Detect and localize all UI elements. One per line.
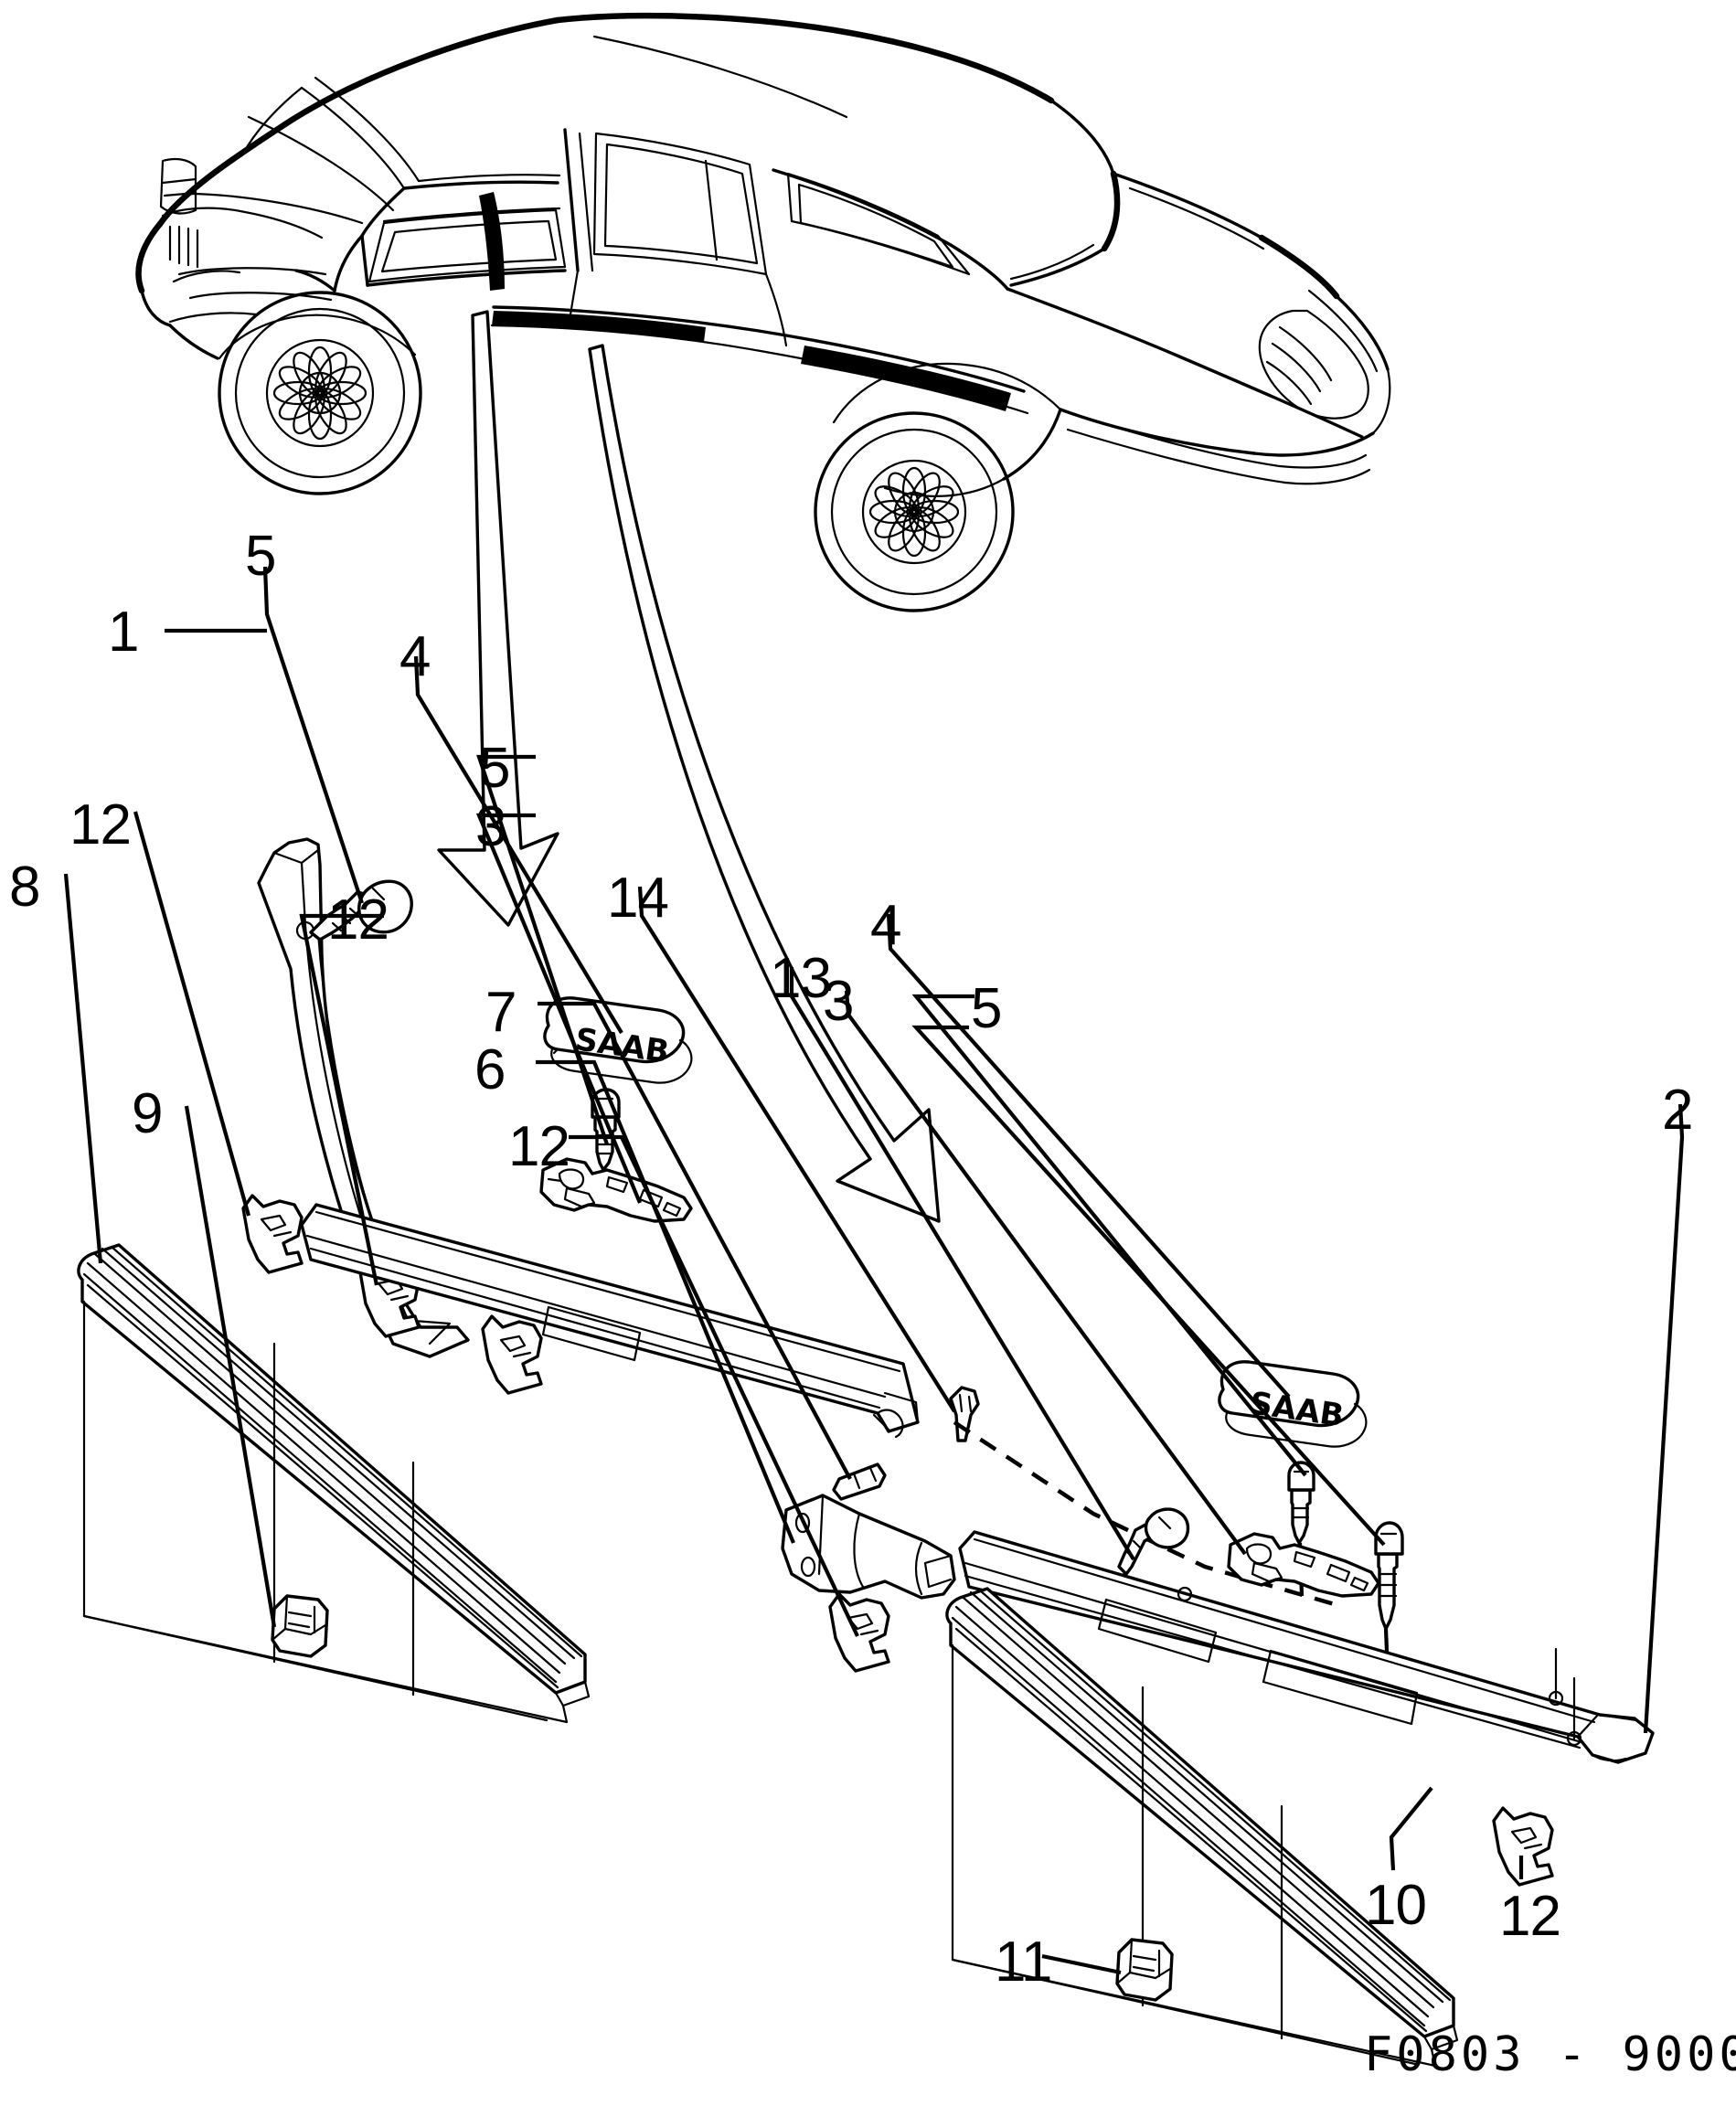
part-screw-badge-right-b: [1374, 1521, 1404, 1684]
part-sill-panel-right: [958, 1530, 1655, 1764]
guide-arrow-left: [437, 310, 559, 927]
part-rocker-moulding-right: [945, 1587, 1459, 2068]
callout-7: 7: [485, 981, 517, 1044]
figure-code: F0803 - 9000: [1364, 2027, 1736, 2082]
part-rivet-pin: [832, 1462, 887, 1501]
callout-14: 14: [607, 867, 669, 930]
callout-12a: 12: [69, 793, 132, 856]
part-badge-bracket-right: [1227, 1532, 1380, 1598]
callout-12d: 12: [1499, 1885, 1561, 1948]
part-saab-badge-right: SAAB: [1218, 1360, 1368, 1448]
part-square-clip-nut-left: [271, 1594, 329, 1658]
part-sill-panel-left: [300, 1203, 920, 1439]
callout-2: 2: [1662, 1079, 1693, 1142]
callout-8: 8: [9, 856, 40, 919]
callout-9: 9: [132, 1082, 163, 1145]
callout-1: 1: [108, 601, 139, 664]
part-support-bracket: [781, 1494, 956, 1600]
callout-5b: 5: [479, 737, 510, 800]
callout-10: 10: [1365, 1874, 1427, 1937]
callout-13: 13: [770, 947, 832, 1010]
part-retainer-clip-c: [481, 1314, 543, 1395]
car-illustration: [135, 12, 1391, 612]
callout-12c: 12: [508, 1115, 570, 1178]
callout-5c: 5: [971, 977, 1002, 1040]
part-push-pin-clip: [949, 1386, 980, 1442]
callout-11: 11: [995, 1930, 1052, 1994]
callout-12b: 12: [327, 888, 389, 952]
part-square-clip-nut-right: [1115, 1938, 1174, 2002]
guide-arrow-right: [588, 344, 941, 1223]
callout-6: 6: [474, 1038, 506, 1101]
part-rocker-moulding-left: [77, 1243, 591, 1724]
callout-4a: 4: [399, 625, 431, 688]
leader-lines: [63, 566, 1685, 1975]
part-retainer-clip-a: [241, 1194, 304, 1274]
part-screw-with-washer: [1102, 1507, 1190, 1589]
part-saab-badge-left: SAAB: [543, 996, 693, 1084]
part-retainer-clip-d: [828, 1592, 890, 1673]
callout-3b: 3: [823, 970, 854, 1033]
callout-3a: 3: [475, 795, 506, 858]
callout-4b: 4: [870, 894, 901, 957]
callout-5a: 5: [245, 525, 276, 588]
part-retainer-clip-e: [1492, 1806, 1554, 1887]
